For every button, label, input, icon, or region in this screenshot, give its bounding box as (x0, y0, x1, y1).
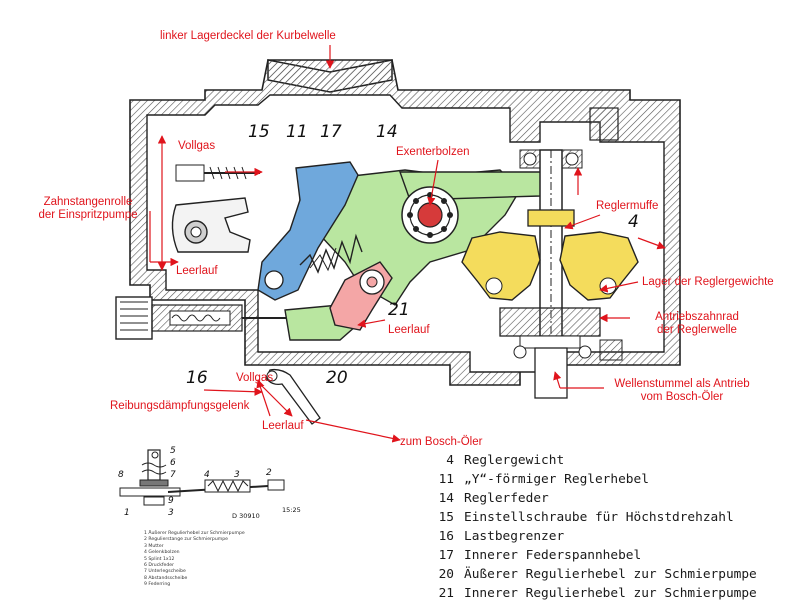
legend-row: 20 Äußerer Regulierhebel zur Schmierpumpe (428, 565, 757, 584)
inset-part-6: 6 Druckfeder (144, 563, 174, 569)
legend-row: 16 Lastbegrenzer (428, 527, 757, 546)
legend-row: 14 Reglerfeder (428, 489, 757, 508)
legend-row: 15 Einstellschraube für Höchstdrehzahl (428, 508, 757, 527)
label-lager-gewichte: Lager der Reglergewichte (642, 276, 774, 288)
legend-number: 16 (438, 529, 454, 544)
label-vollgas-top: Vollgas (178, 140, 216, 152)
inset-number-2: 2 (266, 468, 272, 478)
part-number-21: 21 (388, 300, 410, 320)
label-reibung: Reibungsdämpfungsgelenk (110, 400, 250, 412)
inset-part-3: 3 Mutter (144, 543, 164, 549)
part-number-4: 4 (628, 212, 639, 232)
load-limiter-16 (115, 296, 290, 340)
eccentric-bolt (401, 186, 459, 244)
label-antrieb-2: der Reglerwelle (657, 324, 737, 336)
label-bosch-oeler: zum Bosch-Öler (400, 436, 483, 448)
legend-number: 20 (438, 567, 454, 582)
inset-part-7: 7 Unterlegscheibe (144, 569, 186, 575)
adjusting-screw-15 (175, 164, 260, 182)
regulator-shaft (499, 149, 623, 400)
legend-text: Innerer Federspannhebel (464, 548, 642, 563)
legend-number: 11 (438, 472, 454, 487)
parts-legend: 4 Reglergewicht 11 „Y“-förmiger Reglerhebe… (428, 451, 757, 603)
label-leerlauf-bottom: Leerlauf (262, 420, 304, 432)
inset-scale: 15:25 (282, 506, 301, 514)
inset-part-5: 5 Splint 1x12 (144, 556, 175, 562)
label-leerlauf-left: Leerlauf (176, 265, 218, 277)
label-antrieb: Antriebszahnrad der Reglerwelle (632, 311, 762, 337)
part-number-20: 20 (326, 368, 348, 388)
inset-number-3b: 3 (168, 508, 174, 518)
arm-11 (257, 161, 359, 301)
inset-part-4: 4 Gelenkbolzen (144, 550, 180, 556)
rack-fork (171, 197, 251, 253)
inset-parts-list: 1 Äußerer Regulierhebel zur Schmierpumpe… (144, 531, 245, 589)
legend-number: 15 (438, 510, 454, 525)
inset-number-5: 5 (170, 446, 176, 456)
legend-number: 17 (438, 548, 454, 563)
legend-row: 17 Innerer Federspannhebel (428, 546, 757, 565)
inset-number-6: 6 (170, 458, 176, 468)
inset-part-1: 1 Äußerer Regulierhebel zur Schmierpumpe (144, 531, 245, 536)
label-exzenterbolzen: Exenterbolzen (396, 146, 470, 158)
label-vollgas-bottom: Vollgas (236, 372, 274, 384)
label-antrieb-1: Antriebszahnrad (655, 311, 739, 323)
label-wellenstummel: Wellenstummel als Antrieb vom Bosch-Öler (602, 378, 762, 404)
inset-number-7: 7 (170, 470, 176, 480)
label-zahnstange-1: Zahnstangenrolle (43, 196, 133, 208)
label-zahnstange-2: der Einspritzpumpe (38, 209, 138, 221)
legend-text: Einstellschraube für Höchstdrehzahl (464, 510, 734, 525)
inset-drawing-number: D 30910 (232, 512, 260, 520)
label-kurbelwelle: linker Lagerdeckel der Kurbelwelle (160, 30, 336, 42)
legend-number: 21 (438, 586, 454, 601)
label-zahnstange: Zahnstangenrolle der Einspritzpumpe (28, 196, 148, 222)
label-wellenstummel-2: vom Bosch-Öler (640, 391, 724, 403)
inset-part-8: 8 Abstandsscheibe (144, 575, 188, 581)
legend-row: 11 „Y“-förmiger Reglerhebel (428, 470, 757, 489)
spring-14 (299, 233, 363, 274)
inset-part-9: 9 Federring (144, 582, 171, 588)
inset-number-1: 1 (124, 508, 130, 518)
label-wellenstummel-1: Wellenstummel als Antrieb (614, 378, 750, 390)
part-number-11: 11 (286, 122, 308, 142)
label-reglermuffe: Reglermuffe (596, 200, 659, 212)
governor-weights-4 (461, 231, 639, 301)
green-lever-assembly (284, 169, 551, 341)
legend-number: 14 (438, 491, 454, 506)
part-number-16: 16 (186, 368, 208, 388)
legend-text: Äußerer Regulierhebel zur Schmierpumpe (464, 567, 757, 582)
inset-joint-drawing (119, 449, 285, 506)
part-number-15: 15 (248, 122, 270, 142)
legend-text: Reglerfeder (464, 491, 549, 506)
outer-lever-20 (265, 368, 321, 425)
legend-row: 4 Reglergewicht (428, 451, 757, 470)
label-leerlauf-mid: Leerlauf (388, 324, 430, 336)
inset-number-9: 9 (168, 496, 174, 506)
inset-number-8: 8 (118, 470, 124, 480)
part-number-17: 17 (320, 122, 342, 142)
legend-text: Innerer Regulierhebel zur Schmierpumpe (464, 586, 757, 601)
legend-number: 4 (446, 453, 454, 468)
inset-part-2: 2 Regulierstange zur Schmierpumpe (144, 537, 228, 543)
inset-number-4: 4 (204, 470, 210, 480)
inset-number-3: 3 (234, 470, 240, 480)
legend-text: Lastbegrenzer (464, 529, 565, 544)
legend-text: „Y“-förmiger Reglerhebel (464, 472, 649, 487)
legend-row: 21 Innerer Regulierhebel zur Schmierpumpe (428, 584, 757, 603)
callout-arrows (149, 45, 666, 443)
part-number-14: 14 (376, 122, 398, 142)
legend-text: Reglergewicht (464, 453, 565, 468)
